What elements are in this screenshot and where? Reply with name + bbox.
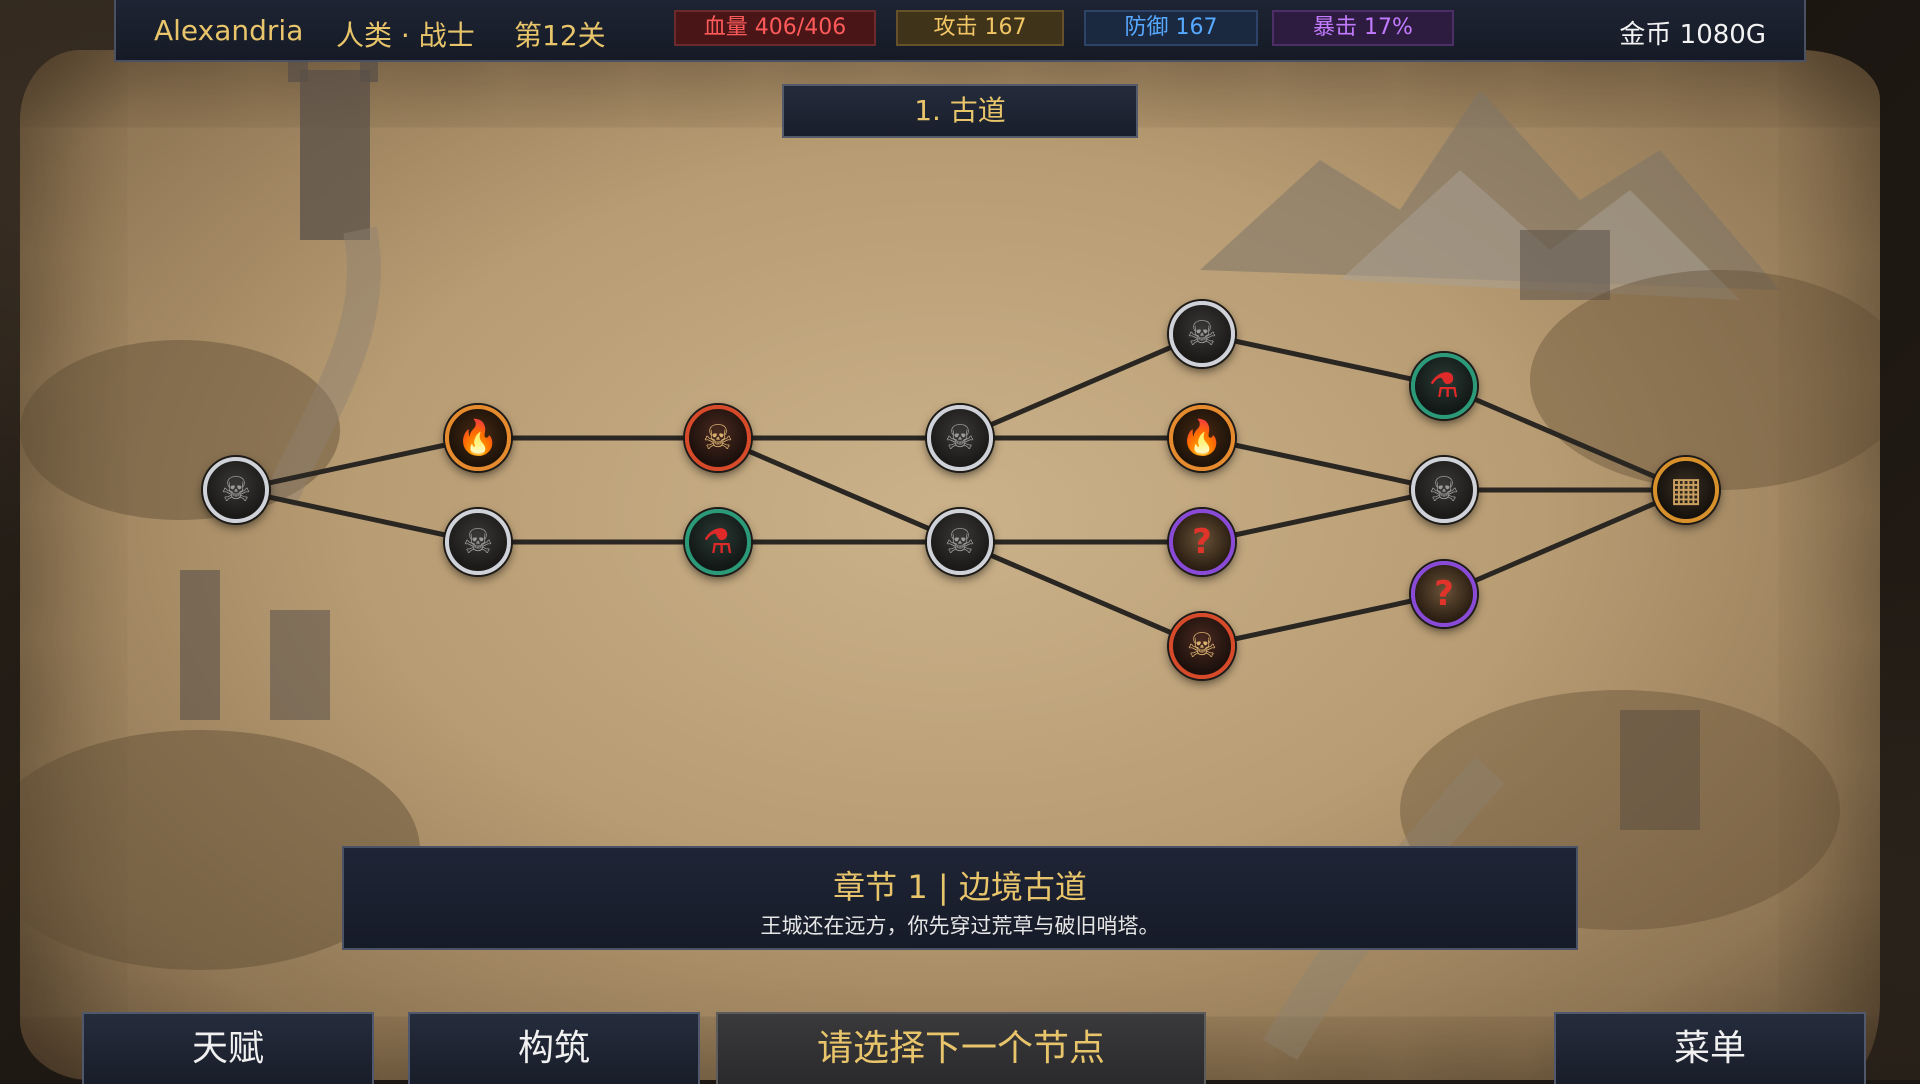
map-node-campfire[interactable]: 🔥	[1169, 405, 1235, 471]
campfire-icon: 🔥	[1180, 418, 1224, 458]
build-button[interactable]: 构筑	[408, 1012, 700, 1084]
map-node-enemy[interactable]: ☠	[1411, 457, 1477, 523]
skull-icon: ☠	[944, 522, 976, 562]
attack-stat: 攻击 167	[896, 10, 1064, 46]
map-node-event[interactable]: ?	[1169, 509, 1235, 575]
hp-stat: 血量 406/406	[674, 10, 876, 46]
map-node-enemy[interactable]: ☠	[927, 405, 993, 471]
skull-icon: ☠	[1428, 470, 1460, 510]
crit-stat: 暴击 17%	[1272, 10, 1454, 46]
map-node-enemy[interactable]: ☠	[445, 509, 511, 575]
map-node-start[interactable]: ☠	[203, 457, 269, 523]
skull-icon: ☠	[1186, 314, 1218, 354]
status-bar: Alexandria 人类 · 战士 第12关 血量 406/406 攻击 16…	[114, 0, 1806, 62]
defense-stat: 防御 167	[1084, 10, 1258, 46]
select-node-prompt: 请选择下一个节点	[716, 1012, 1206, 1084]
map-node-shop[interactable]: ⚗	[685, 509, 751, 575]
player-class: 人类 · 战士	[336, 19, 475, 52]
mystery-event-icon: ?	[1192, 522, 1212, 562]
map-node-shop[interactable]: ⚗	[1411, 353, 1477, 419]
stage-title: 1. 古道	[782, 84, 1138, 138]
elite-demon-icon: ☠	[702, 418, 734, 458]
elite-demon-icon: ☠	[1186, 626, 1218, 666]
map-node-enemy[interactable]: ☠	[927, 509, 993, 575]
campfire-icon: 🔥	[456, 418, 500, 458]
map-node-event[interactable]: ?	[1411, 561, 1477, 627]
player-name: Alexandria	[154, 14, 304, 47]
potion-icon: ⚗	[702, 522, 734, 562]
skull-icon: ☠	[462, 522, 494, 562]
map-node-elite[interactable]: ☠	[1169, 613, 1235, 679]
chapter-description: 王城还在远方，你先穿过荒草与破旧哨塔。	[760, 914, 1160, 938]
potion-icon: ⚗	[1428, 366, 1460, 406]
chapter-title: 章节 1 | 边境古道	[833, 868, 1087, 906]
gate-boss-icon: ▦	[1669, 470, 1703, 510]
gold-counter: 金币 1080G	[1619, 20, 1766, 50]
map-node-elite[interactable]: ☠	[685, 405, 751, 471]
chapter-info-panel: 章节 1 | 边境古道 王城还在远方，你先穿过荒草与破旧哨塔。	[342, 846, 1578, 950]
mystery-event-icon: ?	[1434, 574, 1454, 614]
player-level: 第12关	[514, 19, 606, 52]
menu-button[interactable]: 菜单	[1554, 1012, 1866, 1084]
map-node-campfire[interactable]: 🔥	[445, 405, 511, 471]
skull-icon: ☠	[220, 470, 252, 510]
talent-button[interactable]: 天赋	[82, 1012, 374, 1084]
terrain-decoration	[20, 58, 1880, 1061]
map-node-boss[interactable]: ▦	[1653, 457, 1719, 523]
skull-icon: ☠	[944, 418, 976, 458]
map-node-enemy[interactable]: ☠	[1169, 301, 1235, 367]
